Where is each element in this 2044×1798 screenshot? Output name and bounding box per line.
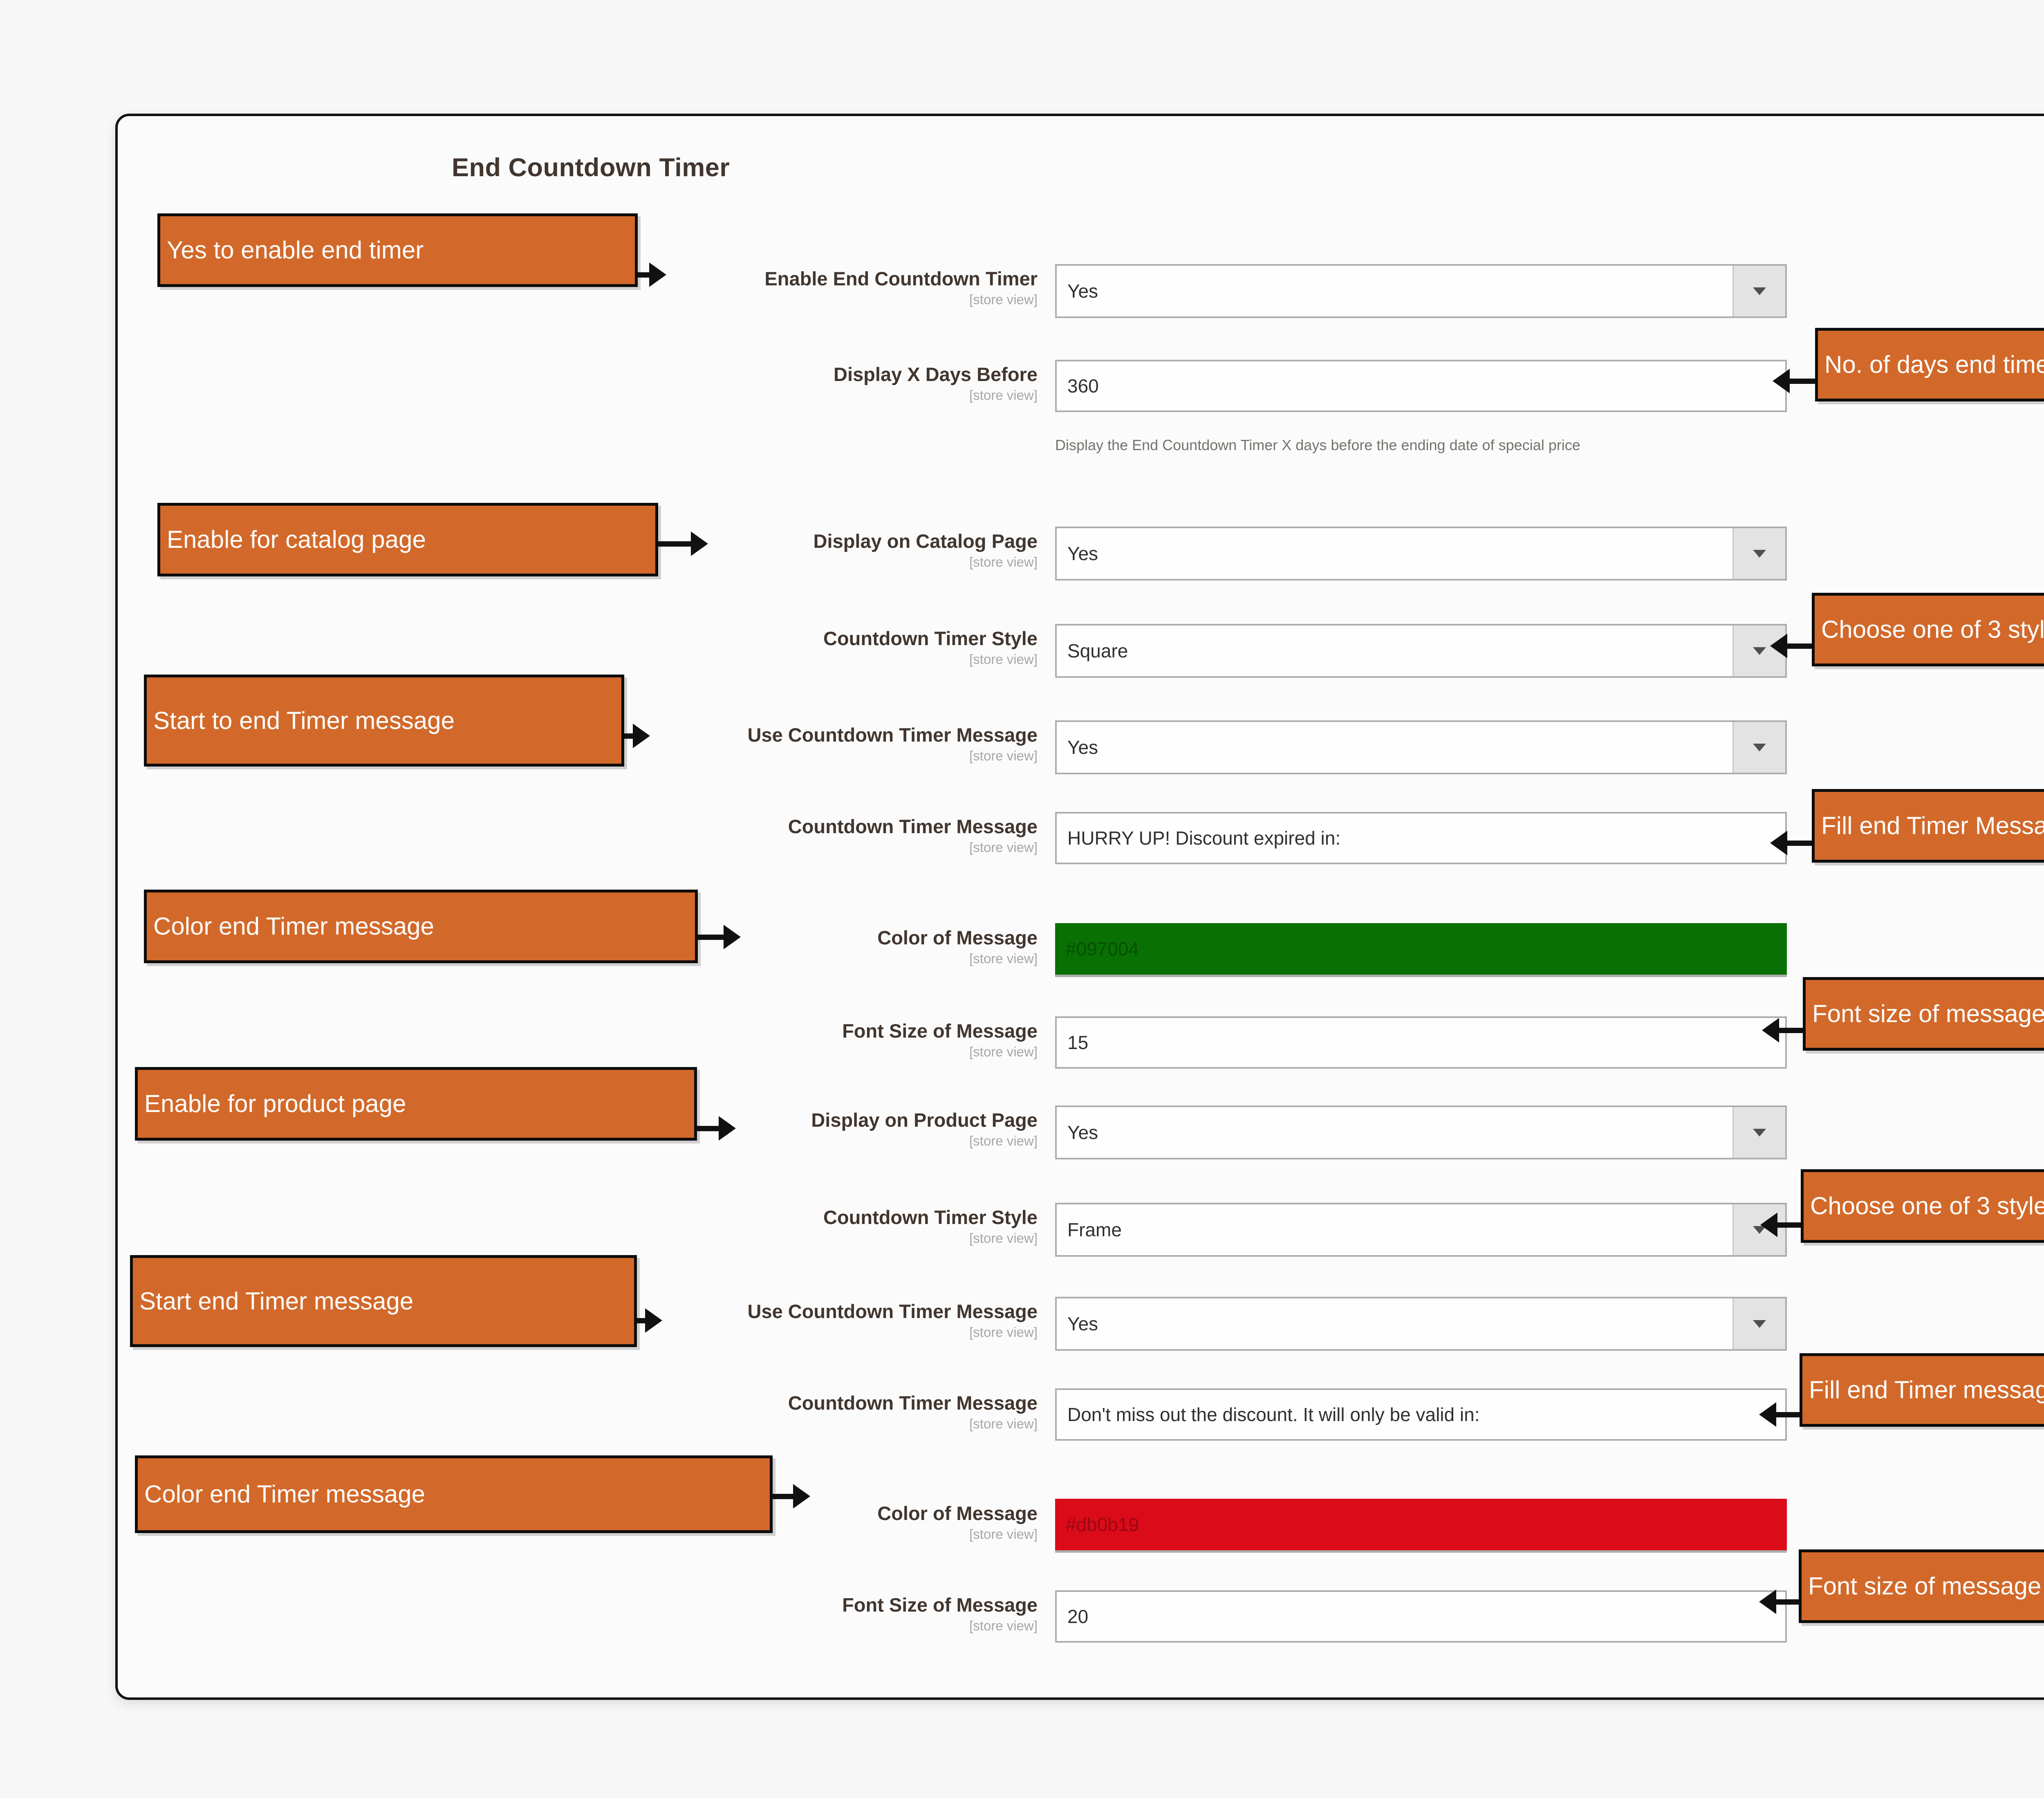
annotation-arrow-stem — [1787, 841, 1812, 846]
annotation-arrow-stem — [638, 272, 649, 278]
annotation-arrow-stem — [1777, 1222, 1801, 1228]
field-label: Countdown Timer Message — [788, 816, 1038, 837]
chevron-down-icon[interactable] — [1732, 528, 1785, 579]
annotation-arrow-stem — [1776, 1412, 1800, 1417]
select-9[interactable]: Frame — [1055, 1203, 1787, 1257]
annotation-callout: No. of days end timers — [1815, 328, 2044, 401]
annotation-callout: Enable for product page — [135, 1067, 697, 1141]
annotation-arrow — [719, 1116, 736, 1141]
field-label: Enable End Countdown Timer — [764, 268, 1038, 289]
text-field-13[interactable]: 20 — [1055, 1590, 1787, 1643]
field-label: Display on Product Page — [811, 1109, 1038, 1131]
field-label: Countdown Timer Message — [788, 1392, 1038, 1414]
field-scope-label: [store view] — [969, 1527, 1038, 1542]
field-label: Countdown Timer Style — [823, 628, 1038, 649]
annotation-callout: Color end Timer message — [144, 890, 698, 963]
annotation-arrow — [1760, 1213, 1777, 1237]
annotation-callout: Start end Timer message — [130, 1255, 637, 1347]
field-label: Font Size of Message — [842, 1020, 1038, 1042]
select-8[interactable]: Yes — [1055, 1105, 1787, 1159]
chevron-down-icon[interactable] — [1732, 722, 1785, 773]
color-field-6[interactable]: #097004 — [1055, 923, 1787, 977]
annotation-callout: Choose one of 3 styles — [1812, 593, 2044, 666]
annotation-arrow — [1770, 831, 1787, 855]
field-scope-label: [store view] — [969, 1416, 1038, 1431]
field-scope-label: [store view] — [969, 1618, 1038, 1633]
annotation-arrow — [1759, 1402, 1776, 1427]
select-4[interactable]: Yes — [1055, 720, 1787, 774]
text-field-11[interactable]: Don't miss out the discount. It will onl… — [1055, 1388, 1787, 1441]
annotation-arrow-stem — [1787, 643, 1812, 649]
annotation-arrow — [633, 724, 650, 748]
field-scope-label: [store view] — [969, 1231, 1038, 1246]
annotation-arrow-stem — [1790, 379, 1815, 384]
annotation-arrow — [724, 925, 741, 949]
select-2[interactable]: Yes — [1055, 527, 1787, 581]
select-3[interactable]: Square — [1055, 624, 1787, 678]
field-help-text: Display the End Countdown Timer X days b… — [1055, 437, 1580, 453]
field-label: Color of Message — [877, 927, 1038, 948]
field-label: Use Countdown Timer Message — [747, 724, 1038, 746]
annotation-callout: Fill end Timer message — [1800, 1353, 2044, 1427]
field-label: Font Size of Message — [842, 1594, 1038, 1616]
annotation-callout: Color end Timer message — [135, 1455, 773, 1533]
field-label: Color of Message — [877, 1502, 1038, 1524]
annotation-arrow — [1762, 1018, 1779, 1042]
text-field-1[interactable]: 360 — [1055, 360, 1787, 412]
annotation-arrow-stem — [658, 541, 691, 547]
annotation-callout: Font size of message — [1799, 1549, 2044, 1623]
field-scope-label: [store view] — [969, 554, 1038, 569]
annotation-callout: Choose one of 3 styles — [1801, 1169, 2044, 1243]
annotation-arrow-stem — [698, 935, 724, 940]
chevron-down-icon[interactable] — [1732, 1298, 1785, 1349]
field-scope-label: [store view] — [969, 292, 1038, 307]
annotation-callout: Font size of message — [1803, 977, 2044, 1051]
annotation-arrow-stem — [697, 1126, 719, 1131]
field-scope-label: [store view] — [969, 652, 1038, 667]
text-field-5[interactable]: HURRY UP! Discount expired in: — [1055, 812, 1787, 864]
text-field-7[interactable]: 15 — [1055, 1016, 1787, 1069]
field-scope-label: [store view] — [969, 388, 1038, 403]
annotation-callout: Yes to enable end timer — [157, 213, 638, 287]
field-scope-label: [store view] — [969, 951, 1038, 966]
select-0[interactable]: Yes — [1055, 264, 1787, 318]
annotation-arrow — [1773, 369, 1790, 393]
annotation-arrow-stem — [637, 1318, 645, 1323]
field-label: Use Countdown Timer Message — [747, 1300, 1038, 1322]
field-label: Display X Days Before — [834, 363, 1038, 385]
annotation-callout: Fill end Timer Message — [1812, 789, 2044, 863]
annotation-arrow — [645, 1308, 662, 1333]
field-label: Countdown Timer Style — [823, 1206, 1038, 1228]
field-scope-label: [store view] — [969, 1044, 1038, 1059]
annotation-arrow-stem — [624, 733, 633, 739]
annotation-arrow — [1770, 634, 1787, 658]
annotation-arrow-stem — [1779, 1028, 1803, 1033]
color-field-12[interactable]: #db0b19 — [1055, 1499, 1787, 1553]
annotation-arrow — [793, 1484, 810, 1509]
annotation-callout: Enable for catalog page — [157, 503, 658, 576]
field-scope-label: [store view] — [969, 1133, 1038, 1148]
annotation-arrow — [1759, 1590, 1776, 1614]
field-scope-label: [store view] — [969, 748, 1038, 763]
annotation-arrow-stem — [1776, 1599, 1799, 1605]
page-title: End Countdown Timer — [452, 153, 730, 182]
field-label: Display on Catalog Page — [813, 530, 1038, 552]
chevron-down-icon[interactable] — [1732, 266, 1785, 316]
field-scope-label: [store view] — [969, 840, 1038, 855]
field-scope-label: [store view] — [969, 1325, 1038, 1340]
annotation-arrow — [691, 531, 708, 556]
annotation-arrow — [649, 262, 666, 287]
annotation-callout: Start to end Timer message — [144, 675, 624, 767]
annotation-arrow-stem — [773, 1494, 793, 1499]
chevron-down-icon[interactable] — [1732, 1107, 1785, 1158]
select-10[interactable]: Yes — [1055, 1297, 1787, 1351]
